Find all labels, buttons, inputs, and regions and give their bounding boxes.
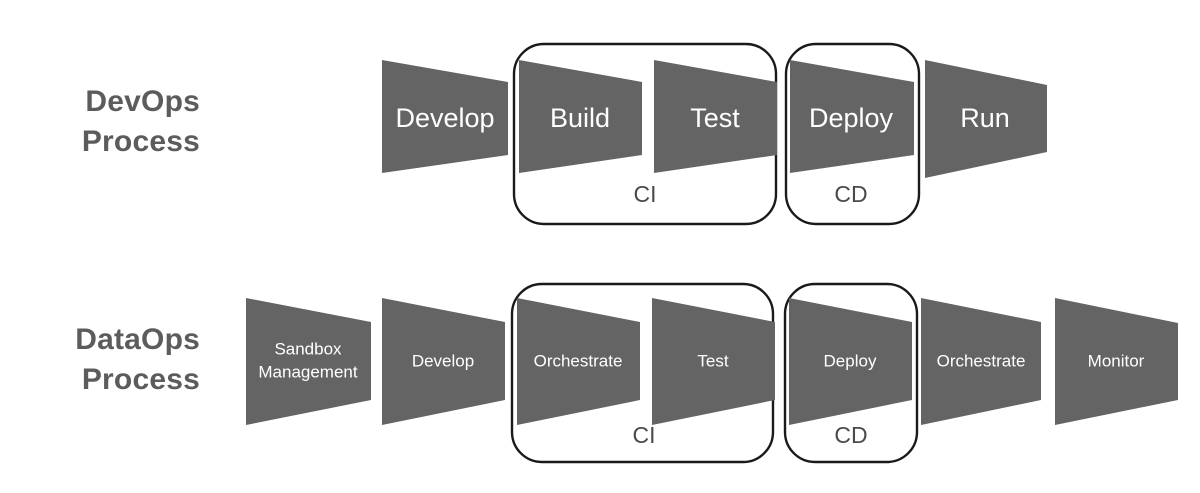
devops-test-label: Test (690, 103, 740, 133)
dataops-step-develop[interactable]: Develop (382, 298, 505, 425)
dataops-orchestrate-2-label: Orchestrate (937, 351, 1026, 370)
devops-group-cd[interactable]: CD (784, 42, 921, 226)
devops-build-label: Build (550, 103, 610, 133)
dataops-step-orchestrate-1[interactable]: Orchestrate (517, 298, 640, 425)
dataops-sandbox-management-label-line1: Sandbox (274, 339, 342, 358)
dataops-deploy-label: Deploy (824, 351, 877, 370)
dataops-ci-label: CI (633, 422, 656, 448)
devops-step-build[interactable]: Build (519, 60, 642, 173)
dataops-step-test[interactable]: Test (652, 298, 775, 425)
devops-develop-shape (382, 60, 508, 173)
dataops-sandbox-management-shape (246, 298, 371, 425)
dataops-step-monitor[interactable]: Monitor (1055, 298, 1178, 425)
dataops-orchestrate-2-shape (921, 298, 1041, 425)
dataops-orchestrate-1-label: Orchestrate (534, 351, 623, 370)
dataops-monitor-shape (1055, 298, 1178, 425)
devops-deploy-shape (790, 60, 914, 173)
dataops-develop-label: Develop (412, 351, 474, 370)
dataops-test-label: Test (697, 351, 728, 370)
dataops-sandbox-management-label-line2: Management (258, 362, 358, 381)
devops-row-label: DevOps Process (81, 85, 200, 158)
dataops-cd-label: CD (834, 422, 867, 448)
dataops-test-shape (652, 298, 775, 425)
dataops-orchestrate-1-shape (517, 298, 640, 425)
dataops-row: Sandbox Management Develop CI Orchestrat… (246, 282, 1178, 464)
devops-step-test[interactable]: Test (654, 60, 777, 173)
dataops-step-deploy[interactable]: Deploy (789, 298, 912, 425)
devops-step-deploy[interactable]: Deploy (790, 60, 914, 173)
devops-run-shape (925, 60, 1047, 178)
dataops-row-label: DataOps Process (75, 323, 200, 396)
devops-cd-label: CD (834, 181, 867, 207)
devops-step-develop[interactable]: Develop (382, 60, 508, 173)
devops-cd-box (784, 42, 921, 226)
devops-ci-label: CI (634, 181, 657, 207)
dataops-step-sandbox-management[interactable]: Sandbox Management (246, 298, 371, 425)
dataops-step-orchestrate-2[interactable]: Orchestrate (921, 298, 1041, 425)
devops-row: Develop CI Build Test CD (382, 42, 1047, 226)
dataops-cd-box (783, 282, 919, 464)
dataops-develop-shape (382, 298, 505, 425)
dataops-deploy-shape (789, 298, 912, 425)
dataops-group-cd[interactable]: CD (783, 282, 919, 464)
devops-build-shape (519, 60, 642, 173)
devops-test-shape (654, 60, 777, 173)
dataops-monitor-label: Monitor (1088, 351, 1145, 370)
devops-deploy-label: Deploy (809, 103, 894, 133)
devops-step-run[interactable]: Run (925, 60, 1047, 178)
devops-develop-label: Develop (395, 103, 494, 133)
devops-run-label: Run (960, 103, 1010, 133)
